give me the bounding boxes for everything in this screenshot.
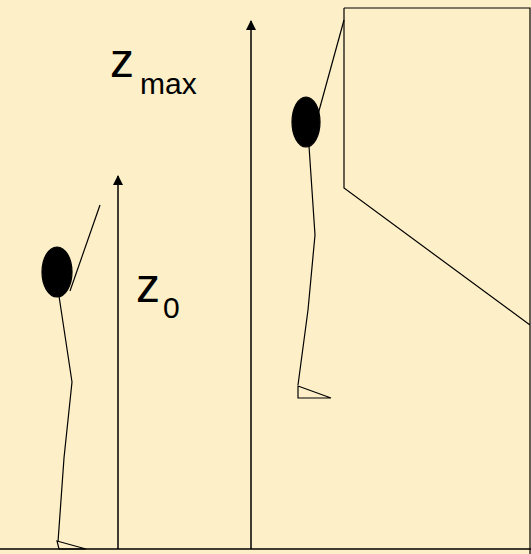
height-arrow <box>250 21 252 549</box>
height-symbol: z <box>136 262 160 310</box>
subscript: max <box>140 69 197 99</box>
height-symbol: z <box>110 37 134 85</box>
height-arrow <box>117 176 119 549</box>
subscript: 0 <box>163 293 180 323</box>
stick-figure <box>292 20 344 398</box>
stick-figure <box>42 205 100 549</box>
wall-outline <box>344 8 530 554</box>
